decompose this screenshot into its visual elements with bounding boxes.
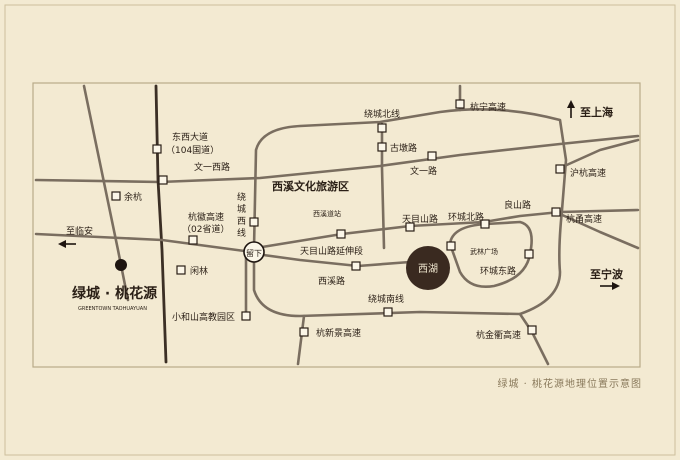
node-hanghui <box>188 235 198 245</box>
node-xianlin <box>176 265 186 275</box>
label-to-linan: 至临安 <box>66 225 93 237</box>
westlake-label: 西湖 <box>418 263 438 275</box>
label-raocheng-south: 绕城南线 <box>368 293 404 305</box>
label-gudun: 古墩路 <box>390 142 417 154</box>
outer-frame <box>4 4 676 456</box>
label-to-shanghai: 至上海 <box>580 105 613 119</box>
label-huancheng-north: 环城北路 <box>448 211 484 223</box>
road-network <box>34 84 640 366</box>
label-liushan: 良山路 <box>504 199 531 211</box>
label-xixi-road: 西溪路 <box>318 275 345 287</box>
road-hujiahang <box>558 138 640 170</box>
label-liuxia: 留下 <box>246 248 262 258</box>
north-arrow-icon <box>567 100 575 118</box>
label-raocheng-west-1: 绕 <box>237 191 246 203</box>
road-hangyong <box>558 212 640 250</box>
node-liushan <box>551 207 561 217</box>
label-brand: 绿城 · 桃花源 <box>72 285 157 302</box>
label-wenyi-west: 文一西路 <box>194 161 230 173</box>
label-xixi-daozhan: 西溪道站 <box>313 209 341 218</box>
label-hujiahang: 沪杭高速 <box>570 167 606 179</box>
node-huancheng-east <box>524 249 534 259</box>
label-xianlin: 闲林 <box>190 265 208 277</box>
node-raocheng-south <box>383 307 393 317</box>
road-hanghui <box>34 232 254 254</box>
node-tianmushan-ext <box>351 261 361 271</box>
map-frame <box>32 82 641 368</box>
label-hangjinqu: 杭金衢高速 <box>476 329 521 341</box>
label-wenyi: 文一路 <box>410 165 437 177</box>
label-wulin: 武林广场 <box>470 247 498 256</box>
road-gudun <box>380 122 386 250</box>
node-gudun <box>377 142 387 152</box>
label-hanghui-1: 杭徽高速 <box>188 211 224 223</box>
node-raocheng-north <box>377 123 387 133</box>
node-hujiahang <box>555 164 565 174</box>
node-dongxi <box>152 144 162 154</box>
label-road-104: （104国道） <box>166 144 219 156</box>
label-raocheng-west-4: 线 <box>237 227 246 239</box>
label-tianmushan-ext: 天目山路延伸段 <box>300 245 363 257</box>
node-tianmushan <box>405 222 415 232</box>
road-raocheng <box>252 108 568 318</box>
junction-icon <box>243 241 265 263</box>
label-hangyong: 杭甬高速 <box>566 213 602 225</box>
node-raocheng-west <box>249 217 259 227</box>
label-xixi-zone: 西溪文化旅游区 <box>272 179 349 193</box>
node-wulin <box>446 241 456 251</box>
map-caption: 绿城 · 桃花源地理位置示意图 <box>497 379 642 390</box>
node-wenyi-west <box>158 175 168 185</box>
label-yuhang: 余杭 <box>124 191 142 203</box>
node-xixi-daozhan <box>336 229 346 239</box>
node-yuhang <box>111 191 121 201</box>
map-labels: 绕城北线 杭宁高速 至上海 东西大道 （104国道） 文一西路 古墩路 文一路 … <box>66 101 624 341</box>
label-xiaoheshan: 小和山高教园区 <box>172 311 235 323</box>
node-huancheng-north <box>480 219 490 229</box>
label-huancheng-east: 环城东路 <box>480 265 516 277</box>
node-hangning <box>455 99 465 109</box>
road-diagonal-west <box>82 84 130 302</box>
label-to-ningbo: 至宁波 <box>590 267 624 281</box>
label-dongxi-dadao: 东西大道 <box>172 131 208 143</box>
road-hangxinjing <box>296 314 306 366</box>
node-xiaoheshan <box>241 311 251 321</box>
label-brand-en: GREENTOWN TAOHUAYUAN <box>78 306 147 312</box>
node-hangjinqu <box>527 325 537 335</box>
east-arrow-icon <box>600 282 620 290</box>
location-dot-icon <box>115 259 127 271</box>
label-raocheng-west-2: 城 <box>237 204 246 215</box>
westlake-area <box>406 246 450 290</box>
label-raocheng-north: 绕城北线 <box>364 108 400 120</box>
label-raocheng-west-3: 西 <box>237 216 246 227</box>
node-wenyi <box>427 151 437 161</box>
label-tianmushan: 天目山路 <box>402 213 438 225</box>
node-hangxinjing <box>299 327 309 337</box>
road-xixi <box>254 252 412 268</box>
west-arrow-icon <box>58 240 76 248</box>
road-dongxi <box>154 84 168 364</box>
label-hanghui-2: （02省道） <box>182 223 229 235</box>
label-hangxinjing: 杭新景高速 <box>316 327 361 339</box>
road-hangjinqu <box>518 312 550 366</box>
road-wenyi <box>34 134 640 184</box>
label-hangning: 杭宁高速 <box>470 101 506 113</box>
station-nodes <box>111 99 565 337</box>
